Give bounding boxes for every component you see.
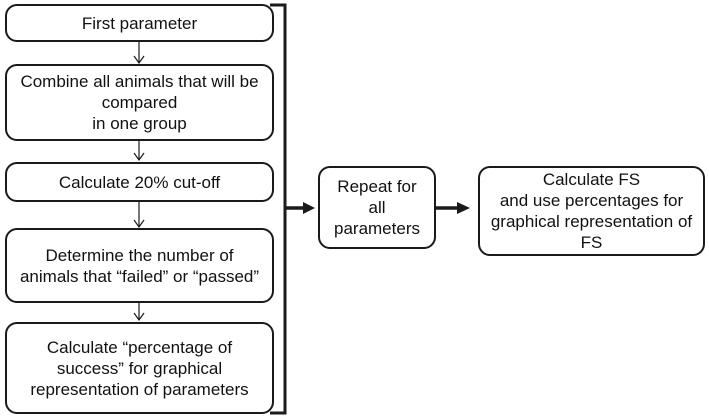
step-calculate-fs: Calculate FS and use percentages for gra… — [478, 166, 705, 256]
step-calculate-cutoff: Calculate 20% cut-off — [5, 162, 274, 202]
step-repeat-all-parameters: Repeat for all parameters — [318, 166, 436, 249]
step-combine-animals: Combine all animals that will be compare… — [5, 64, 274, 141]
step-calculate-percentage-success: Calculate “percentage of success” for gr… — [5, 322, 274, 414]
step-first-parameter: First parameter — [5, 4, 274, 42]
step-determine-failed-passed: Determine the number of animals that “fa… — [5, 228, 274, 303]
